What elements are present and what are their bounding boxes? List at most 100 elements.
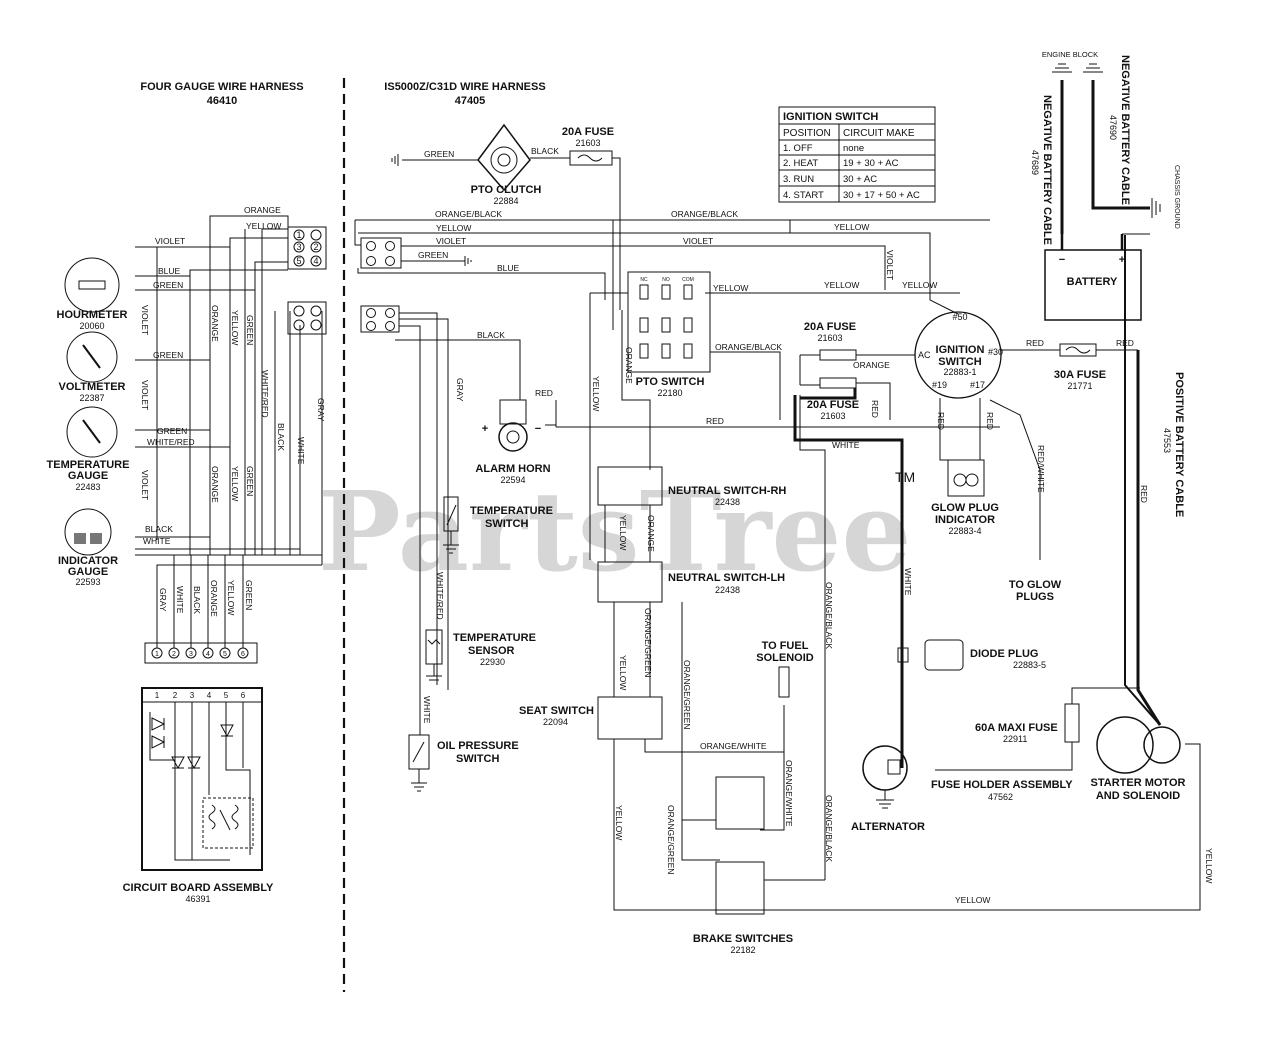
fuse-holder-label: FUSE HOLDER ASSEMBLY (931, 779, 1073, 791)
wire-label: YELLOW (713, 283, 748, 293)
wire-label: YELLOW (824, 280, 859, 290)
temp-switch-label: TEMPERATURE (470, 505, 553, 517)
board-pin: 2 (173, 691, 178, 700)
battery-label: BATTERY (1067, 276, 1118, 288)
ignition-switch-number: 22883-1 (943, 367, 976, 377)
voltmeter-number: 22387 (79, 393, 104, 403)
wire-label: YELLOW (436, 223, 471, 233)
neg-cable-1-label: NEGATIVE BATTERY CABLE (1041, 95, 1053, 245)
wire-label: YELLOW (618, 655, 628, 690)
pto-switch: NC NO COM PTO SWITCH 22180 (636, 277, 705, 398)
battery-plus: + (1119, 254, 1125, 266)
chassis-ground-label: CHASSIS GROUND (1173, 165, 1180, 229)
left-harness-title: FOUR GAUGE WIRE HARNESS (140, 81, 303, 93)
wire-label: YELLOW (226, 580, 236, 615)
wire-label: ORANGE/WHITE (784, 760, 794, 827)
wire-label: ORANGE (624, 347, 634, 384)
wire-label: GREEN (245, 466, 255, 496)
temp-gauge-label-2: GAUGE (68, 470, 108, 482)
wire-label: ORANGE/GREEN (666, 805, 676, 874)
board-pin: 5 (224, 691, 229, 700)
fuse-top: 20A FUSE 21603 (562, 126, 614, 166)
indicator-gauge-label-2: GAUGE (68, 566, 108, 578)
wire-label: RED (985, 412, 995, 430)
gauge-harness-connector: 1 2 3 4 5 6 (144, 642, 258, 664)
svg-text:5: 5 (296, 256, 301, 266)
watermark-tm: TM (895, 469, 915, 485)
temp-gauge-label: TEMPERATURE (47, 459, 130, 471)
indicator-gauge-number: 22593 (75, 577, 100, 587)
wire-label: WHITE/RED (435, 572, 445, 620)
fuse-mid2-label: 20A FUSE (807, 399, 859, 411)
fuse-mid1-number: 21603 (817, 333, 842, 343)
svg-text:1: 1 (296, 230, 301, 240)
temp-switch-label-2: SWITCH (485, 518, 528, 530)
wire-label: ORANGE/BLACK (824, 795, 834, 862)
neutral-rh-number: 22438 (715, 497, 740, 507)
alarm-horn: + − ALARM HORN 22594 (475, 399, 551, 485)
glow-indicator-label: GLOW PLUG (931, 502, 999, 514)
ignition-table-cell: 19 + 30 + AC (843, 158, 899, 169)
wire-label: ORANGE (646, 515, 656, 552)
seat-switch-number: 22094 (543, 717, 568, 727)
wire-label: YELLOW (955, 895, 990, 905)
pto-clutch-label: PTO CLUTCH (471, 184, 542, 196)
pin-number: 4 (206, 651, 210, 658)
hourmeter-label: HOURMETER (57, 309, 128, 321)
wire-label: RED (1026, 338, 1044, 348)
wire-label: GREEN (245, 315, 255, 345)
right-wire-labels: GREEN BLACK ORANGE/BLACK ORANGE/BLACK YE… (418, 146, 1214, 905)
wire-label: ORANGE/BLACK (435, 209, 502, 219)
neg-cable-1-number: 47689 (1030, 150, 1040, 175)
ignition-table-title: IGNITION SWITCH (783, 111, 878, 123)
temp-sensor-label-2: SENSOR (468, 645, 515, 657)
neutral-lh-number: 22438 (715, 585, 740, 595)
oil-pressure-switch: OIL PRESSURE SWITCH (408, 690, 519, 792)
fuel-solenoid-label-2: SOLENOID (756, 652, 814, 664)
pos-cable-label: POSITIVE BATTERY CABLE (1173, 372, 1185, 517)
fuel-solenoid-label: TO FUEL (762, 640, 809, 652)
neutral-lh-label: NEUTRAL SWITCH-LH (668, 572, 785, 584)
maxi-fuse-label: 60A MAXI FUSE (975, 722, 1058, 734)
wire-label: VIOLET (140, 305, 150, 335)
maxi-fuse-number: 22911 (1003, 734, 1027, 744)
wire-label: RED (1139, 485, 1149, 503)
wire-label: RED (535, 388, 553, 398)
ignition-terminal: #17 (970, 380, 985, 390)
diode-plug-label: DIODE PLUG (970, 648, 1038, 660)
wire-label: YELLOW (834, 222, 869, 232)
wire-label: WHITE (903, 568, 913, 596)
wire-label: WHITE/RED (147, 437, 195, 447)
wire-label: ORANGE/BLACK (671, 209, 738, 219)
voltmeter: VOLTMETER 22387 (58, 331, 126, 403)
wire-label: YELLOW (246, 221, 281, 231)
hourmeter: HOURMETER 20060 (57, 257, 128, 331)
circuit-board-number: 46391 (185, 894, 210, 904)
voltmeter-label: VOLTMETER (58, 381, 125, 393)
svg-text:3: 3 (296, 242, 301, 252)
fuse-mid1-label: 20A FUSE (804, 321, 856, 333)
wire-label: GREEN (244, 580, 254, 610)
svg-text:2: 2 (313, 242, 318, 252)
wire-label: VIOLET (436, 236, 466, 246)
wire-label: ORANGE/GREEN (643, 608, 653, 677)
wire-label: BLACK (276, 423, 286, 451)
circuit-board-assembly: 1 2 3 4 5 6 CIRCUIT BOARD ASSEMBLY 46391 (123, 687, 274, 904)
circuit-board-label: CIRCUIT BOARD ASSEMBLY (123, 882, 274, 894)
ignition-switch-label: IGNITION (936, 344, 985, 356)
pin-number: 5 (223, 651, 227, 658)
indicator-gauge-label: INDICATOR (58, 555, 118, 567)
wire-label: YELLOW (902, 280, 937, 290)
wire-label: WHITE (832, 440, 860, 450)
temperature-switch: TEMPERATURE SWITCH (443, 496, 553, 554)
wire-label: BLUE (497, 263, 520, 273)
pto-pin-label: NO (662, 277, 670, 283)
alarm-horn-label: ALARM HORN (475, 463, 550, 475)
wire-label: GRAY (158, 588, 168, 612)
battery-minus: − (1059, 254, 1065, 266)
wire-label: WHITE (143, 536, 171, 546)
pin-number: 6 (241, 651, 245, 658)
pin-number: 3 (189, 651, 193, 658)
wire-label: GREEN (418, 250, 448, 260)
